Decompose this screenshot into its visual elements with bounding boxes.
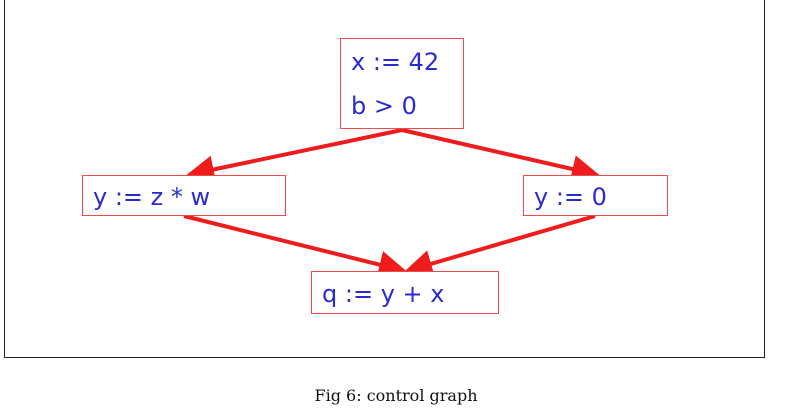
node-right-branch-line-1: y := 0: [534, 183, 607, 211]
node-right-branch: y := 0: [523, 175, 668, 216]
node-merge-line-1: q := y + x: [322, 280, 445, 308]
node-left-branch-line-1: y := z * w: [93, 183, 211, 211]
node-entry: x := 42 b > 0: [340, 38, 464, 129]
node-entry-line-2: b > 0: [351, 92, 417, 120]
figure-caption: Fig 6: control graph: [314, 386, 478, 405]
node-entry-line-1: x := 42: [351, 48, 440, 76]
node-merge: q := y + x: [311, 271, 499, 314]
node-left-branch: y := z * w: [82, 175, 286, 216]
